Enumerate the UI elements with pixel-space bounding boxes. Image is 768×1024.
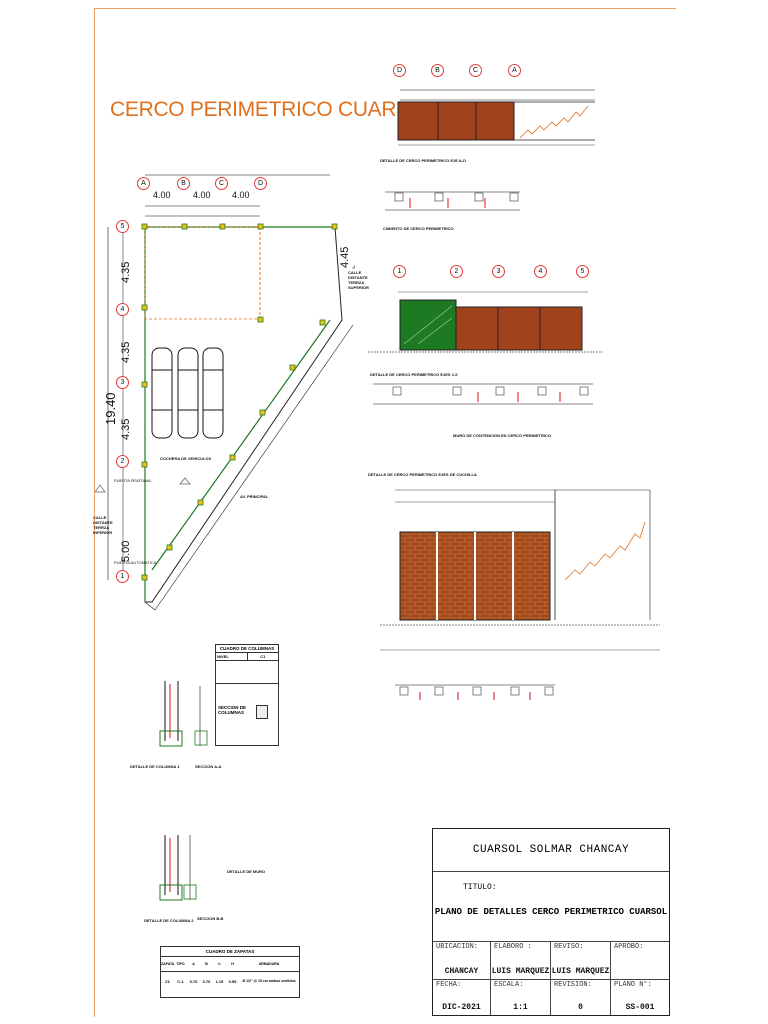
axis-b: B xyxy=(177,177,190,190)
tb-escala: 1:1 xyxy=(513,1003,528,1012)
tb-fecha-label: FECHA: xyxy=(436,981,462,989)
zapata-header-0: ZAPATA xyxy=(161,962,175,966)
tb-titulo: PLANO DE DETALLES CERCO PERIMETRICO CUAR… xyxy=(434,907,668,917)
caption-seccion-aa: SECCION A-A xyxy=(195,764,222,769)
tb-fecha: DIC-2021 xyxy=(442,1003,481,1012)
tb-aprobo-label: APROBO: xyxy=(614,943,644,951)
zapata-cell-4: 1.15 xyxy=(215,978,224,984)
drawing-title: CERCO PERIMETRICO CUARSOL xyxy=(110,98,438,121)
axis-c: C xyxy=(215,177,228,190)
tb-titulo-label: TITULO: xyxy=(463,883,497,892)
zapata-cell-2: 0.70 xyxy=(189,978,198,984)
dim-left-3: 4.35 xyxy=(120,418,132,440)
dim-total: 19.40 xyxy=(103,392,118,425)
tb-reviso-label: REVISO: xyxy=(554,943,584,951)
drawing-sheet-border xyxy=(94,8,676,1017)
dim-top-bc: 4.00 xyxy=(193,190,211,200)
axis-4: 4 xyxy=(116,303,129,316)
label-puerta-auto: PUERTA AUTOMATICA xyxy=(114,560,157,565)
caption-muro-contencion: MURO DE CONTENCION EN CERCO PERIMETRICO xyxy=(453,433,552,438)
axis-d-elev: D xyxy=(393,64,406,77)
axis-1-elev: 1 xyxy=(393,265,406,278)
tb-ubicacion-label: UBICACION: xyxy=(436,943,479,951)
zapata-header-1: TIPO xyxy=(176,962,185,966)
zapata-header-3: B xyxy=(205,962,208,966)
dim-top-ab: 4.00 xyxy=(153,190,171,200)
axis-5-elev: 5 xyxy=(576,265,589,278)
caption-seccion-bb: SECCION B-B xyxy=(197,916,224,921)
tb-elaboro: LUIS MARQUEZ xyxy=(491,967,550,976)
tb-revision-label: REVISION: xyxy=(554,981,592,989)
title-block: CUARSOL SOLMAR CHANCAY TITULO: PLANO DE … xyxy=(432,828,670,1016)
dim-left-2: 4.35 xyxy=(120,341,132,363)
axis-d: D xyxy=(254,177,267,190)
label-calle-sup: CALLE DISTANTE TERRZA SUPERIOR xyxy=(348,270,369,290)
tb-plano: SS-001 xyxy=(625,1003,655,1012)
dim-right: 4.45 xyxy=(339,246,351,268)
cuadro-zapatas: CUADRO DE ZAPATAS ZAPATA TIPO A B h H AR… xyxy=(160,946,300,998)
axis-2: 2 xyxy=(116,455,129,468)
zapata-header-2: A xyxy=(192,962,195,966)
caption-columna1: DETALLE DE COLUMNA 1 xyxy=(130,764,180,769)
column-section-icon xyxy=(256,705,268,719)
elevation-15 xyxy=(368,291,603,405)
zapata-header-5: H xyxy=(231,962,234,966)
tb-escala-label: ESCALA: xyxy=(494,981,524,989)
dim-top-cd: 4.00 xyxy=(232,190,250,200)
site-plan xyxy=(95,174,355,611)
label-cochera: COCHERA DE VEHICULOS xyxy=(160,456,212,461)
tb-revision: 0 xyxy=(578,1003,583,1012)
tb-project: CUARSOL SOLMAR CHANCAY xyxy=(472,844,630,856)
axis-4-elev: 4 xyxy=(534,265,547,278)
cuadro-columnas-nivel: NIVEL xyxy=(216,653,248,660)
dim-left-4: 5.00 xyxy=(120,540,132,562)
column-detail-2 xyxy=(159,835,197,901)
zapata-cell-6: Ø 1/2" @ 15 cm ambos sentidos xyxy=(242,979,296,983)
cuadro-columnas-seccion: SECCION DE COLUMNAS xyxy=(218,705,247,715)
zapata-header-4: h xyxy=(218,962,221,966)
axis-c-elev: C xyxy=(469,64,482,77)
axis-2-elev: 2 xyxy=(450,265,463,278)
axis-3-elev: 3 xyxy=(492,265,505,278)
zapata-cell-0: Z1 xyxy=(165,978,170,984)
cuadro-columnas-col: C1 xyxy=(260,654,266,659)
caption-columna2: DETALLE DE COLUMNA 2 xyxy=(144,918,194,923)
caption-cimiento: CIMIENTO DE CERCO PERIMETRICO xyxy=(383,226,454,231)
cuadro-columnas-title: CUADRO DE COLUMNAS xyxy=(216,645,278,653)
column-detail-1 xyxy=(159,681,208,747)
caption-ejes-ad: DETALLE DE CERCO PERIMETRICO EJE A-D xyxy=(380,158,467,163)
zapata-cell-3: 0.70 xyxy=(202,978,211,984)
zapata-cell-1: C-1 xyxy=(177,978,184,984)
axis-1: 1 xyxy=(116,570,129,583)
tb-plano-label: PLANO N°: xyxy=(614,981,652,989)
tb-ubicacion: CHANCAY xyxy=(444,967,479,976)
zapata-cell-5: 0.55 xyxy=(228,978,237,984)
cuadro-zapatas-title: CUADRO DE ZAPATAS xyxy=(161,947,299,957)
axis-5: 5 xyxy=(116,220,129,233)
axis-3: 3 xyxy=(116,376,129,389)
zapata-header-6: ARMADURA xyxy=(258,962,280,966)
dim-left-1: 4.35 xyxy=(120,261,132,283)
axis-b-elev: B xyxy=(431,64,444,77)
label-puerta-peatonal: PUERTA PEATONAL xyxy=(114,478,152,483)
axis-a-elev: A xyxy=(508,64,521,77)
caption-ejes-cuchilla: DETALLE DE CERCO PERIMETRICO EJES DE CUC… xyxy=(368,472,477,477)
caption-muro: DETALLE DE MURO xyxy=(227,869,266,874)
tb-reviso: LUIS MARQUEZ xyxy=(551,967,610,976)
elevation-cuchilla xyxy=(380,489,660,700)
elevation-ad xyxy=(385,89,595,211)
label-calle-inf: CALLE DISTANTE TERRZA INFERIOR xyxy=(93,515,113,535)
axis-a: A xyxy=(137,177,150,190)
tb-elaboro-label: ELABORO : xyxy=(494,943,532,951)
label-av: AV. PRINCIPAL xyxy=(240,494,269,499)
caption-ejes-15: DETALLE DE CERCO PERIMETRICO EJES 1-5 xyxy=(370,372,458,377)
cuadro-columnas: CUADRO DE COLUMNAS NIVEL C1 SECCION DE C… xyxy=(215,644,279,746)
